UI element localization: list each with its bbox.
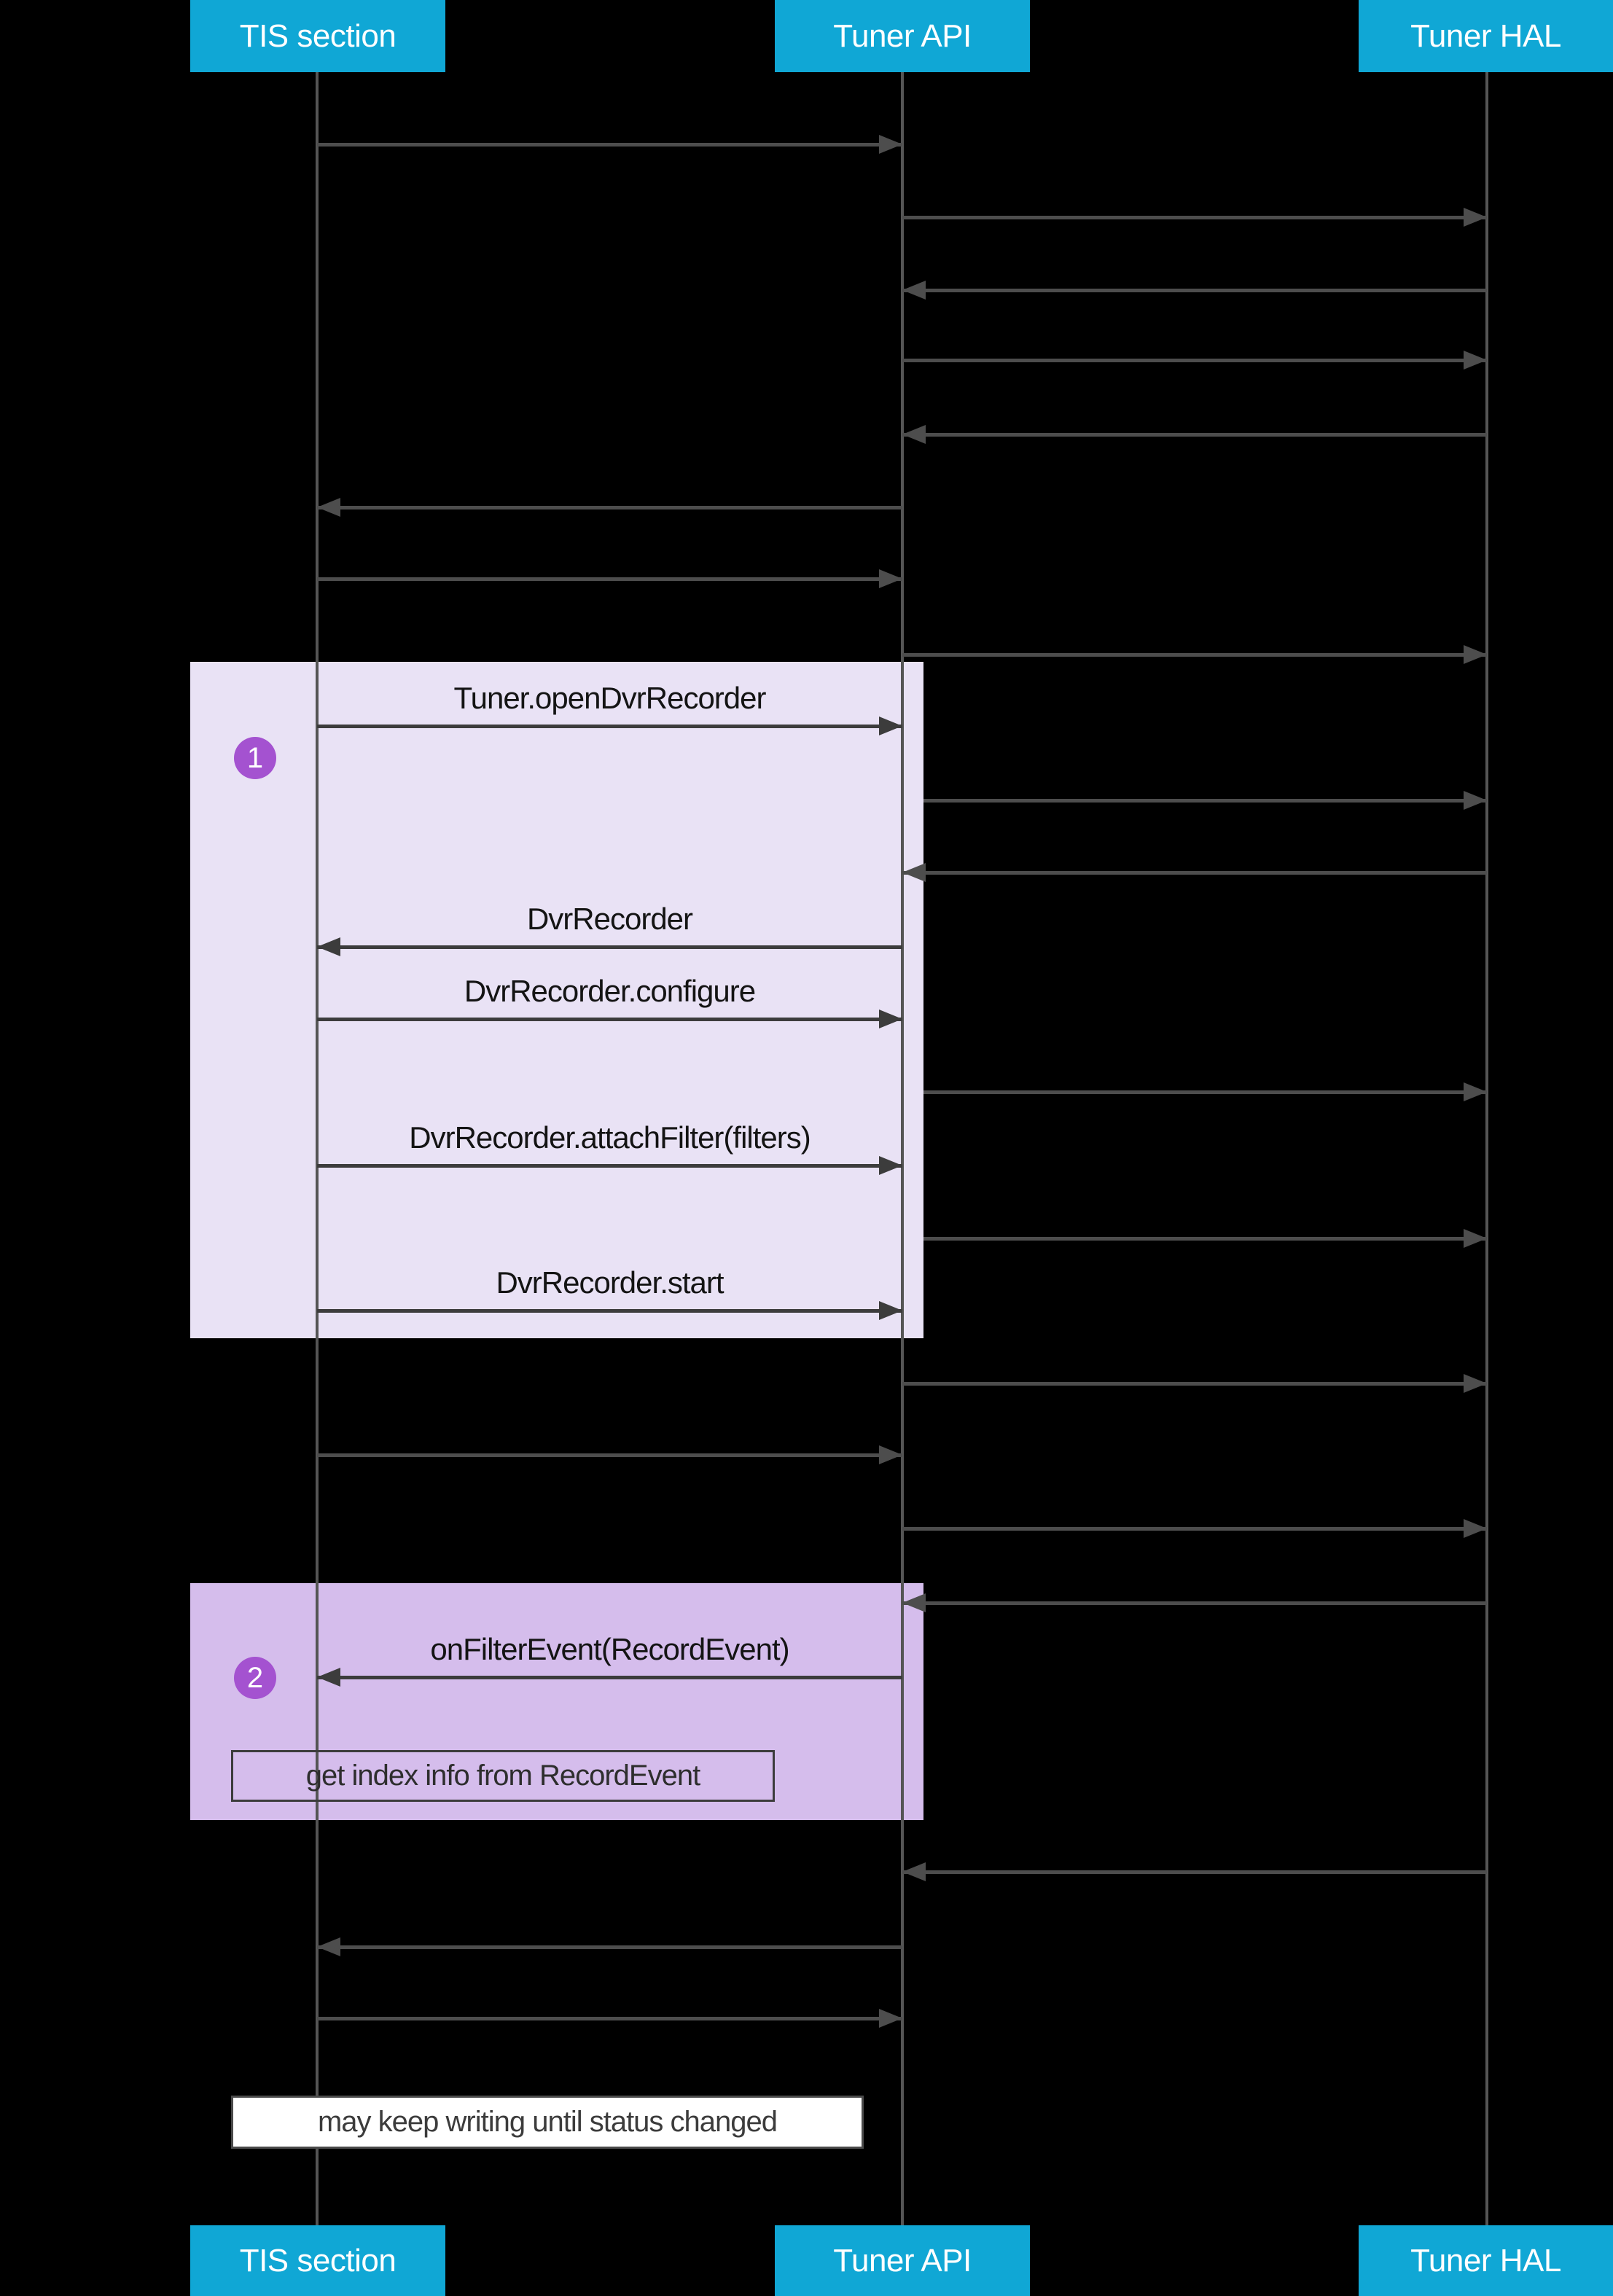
arrowhead-right-icon <box>1464 1082 1487 1101</box>
arrowhead-left-icon <box>317 937 340 956</box>
message-arrow <box>923 799 1487 803</box>
arrowhead-right-icon <box>879 1156 902 1175</box>
message-arrow <box>902 871 1487 875</box>
participant-header-tis-top: TIS section <box>190 0 445 72</box>
arrowhead-left-icon <box>902 863 926 882</box>
message-arrow <box>902 1870 1487 1874</box>
lifeline-tis <box>316 72 319 2225</box>
message-label: onFilterEvent(RecordEvent) <box>430 1632 789 1666</box>
message-label: DvrRecorder.start <box>496 1265 724 1300</box>
arrowhead-right-icon <box>1464 1519 1487 1538</box>
message-arrow <box>317 143 902 147</box>
message-arrow <box>902 653 1487 657</box>
message-arrow <box>317 945 902 949</box>
message-arrow <box>317 1309 902 1313</box>
participant-header-tuner-hal-bottom: Tuner HAL <box>1359 2225 1613 2296</box>
message-arrow <box>317 725 902 728</box>
message-arrow <box>902 433 1487 437</box>
message-arrow <box>902 1382 1487 1386</box>
arrowhead-right-icon <box>879 1301 902 1320</box>
message-arrow <box>902 1601 1487 1605</box>
message-label: DvrRecorder.attachFilter(filters) <box>409 1120 811 1155</box>
arrowhead-right-icon <box>879 1010 902 1028</box>
arrowhead-right-icon <box>879 716 902 735</box>
message-label: DvrRecorder.configure <box>464 974 756 1008</box>
arrowhead-right-icon <box>1464 645 1487 664</box>
message-arrow <box>923 1090 1487 1094</box>
participant-header-tuner-api-bottom: Tuner API <box>775 2225 1030 2296</box>
message-arrow <box>902 359 1487 362</box>
arrowhead-right-icon <box>879 135 902 154</box>
message-arrow <box>317 1164 902 1168</box>
arrowhead-left-icon <box>902 281 926 300</box>
message-arrow <box>317 1453 902 1457</box>
step-1-badge: 1 <box>234 737 276 779</box>
message-arrow <box>317 577 902 581</box>
arrowhead-right-icon <box>879 569 902 588</box>
arrowhead-left-icon <box>317 1937 340 1956</box>
step-1-highlight-region <box>190 662 923 1338</box>
arrowhead-left-icon <box>317 1668 340 1687</box>
lifeline-tuner-api <box>901 72 904 2225</box>
message-arrow <box>317 2017 902 2020</box>
message-arrow <box>317 1676 902 1679</box>
note-get-index-info: get index info from RecordEvent <box>231 1750 775 1802</box>
step-2-badge: 2 <box>234 1657 276 1699</box>
lifeline-tuner-hal <box>1485 72 1488 2225</box>
arrowhead-right-icon <box>1464 351 1487 370</box>
note-may-keep-writing: may keep writing until status changed <box>231 2096 864 2149</box>
arrowhead-left-icon <box>902 425 926 444</box>
arrowhead-left-icon <box>902 1862 926 1881</box>
participant-header-tuner-api-top: Tuner API <box>775 0 1030 72</box>
arrowhead-right-icon <box>879 2009 902 2028</box>
message-arrow <box>902 216 1487 219</box>
arrowhead-left-icon <box>317 498 340 517</box>
participant-header-tuner-hal-top: Tuner HAL <box>1359 0 1613 72</box>
message-arrow <box>923 1237 1487 1241</box>
message-label: DvrRecorder <box>526 902 693 936</box>
message-arrow <box>902 289 1487 292</box>
arrowhead-right-icon <box>1464 1229 1487 1248</box>
arrowhead-right-icon <box>1464 791 1487 810</box>
arrowhead-right-icon <box>1464 1374 1487 1393</box>
arrowhead-right-icon <box>1464 208 1487 227</box>
message-arrow <box>317 1018 902 1021</box>
message-arrow <box>902 1527 1487 1531</box>
arrowhead-right-icon <box>879 1445 902 1464</box>
message-arrow <box>317 506 902 509</box>
message-arrow <box>317 1945 902 1949</box>
participant-header-tis-bottom: TIS section <box>190 2225 445 2296</box>
step-2-highlight-region <box>190 1583 923 1820</box>
arrowhead-left-icon <box>902 1593 926 1612</box>
message-label: Tuner.openDvrRecorder <box>453 681 767 715</box>
